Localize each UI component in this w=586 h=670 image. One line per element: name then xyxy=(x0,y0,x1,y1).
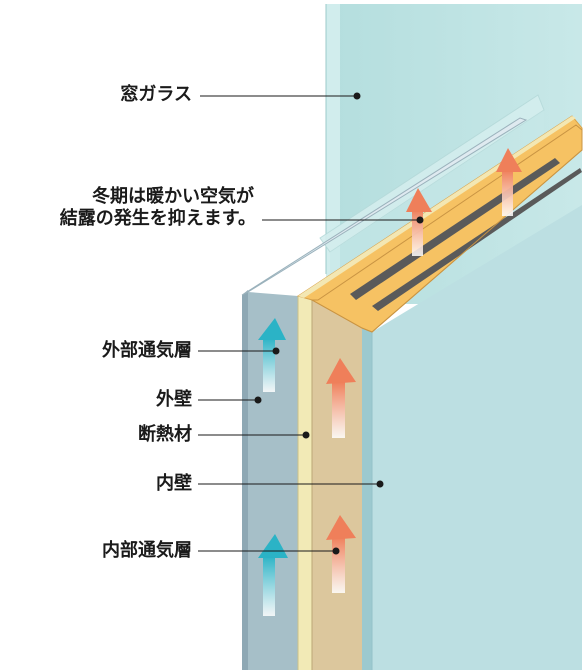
outer-wall xyxy=(241,117,528,670)
outer-air-arrow-lower xyxy=(258,534,288,616)
label-outer-wall: 外壁 xyxy=(156,389,192,410)
air-slot-2 xyxy=(372,168,582,311)
label-condensation-line2: 結露の発生を抑えます。 xyxy=(59,208,256,229)
inner-air-layer xyxy=(311,300,362,670)
slot-arrow-left xyxy=(406,188,432,256)
label-inner-air-layer: 内部通気層 xyxy=(102,540,192,561)
label-inner-wall: 内壁 xyxy=(156,473,192,494)
leader-outer-wall xyxy=(198,396,262,404)
leader-inner-air-layer xyxy=(198,547,340,555)
inner-wall xyxy=(362,205,582,670)
leader-window-glass xyxy=(200,92,361,100)
leader-outer-air-layer xyxy=(198,347,280,355)
slot-arrow-right xyxy=(496,148,522,216)
leader-condensation xyxy=(262,216,424,224)
label-insulation: 断熱材 xyxy=(138,424,192,445)
leader-insulation xyxy=(198,431,310,439)
label-window-glass: 窓ガラス xyxy=(120,84,192,105)
label-condensation-line1: 冬期は暖かい空気が xyxy=(92,186,254,207)
label-outer-air-layer: 外部通気層 xyxy=(102,340,192,361)
insulation-layer xyxy=(297,296,312,670)
leader-inner-wall xyxy=(198,480,384,488)
inner-air-arrow-upper xyxy=(326,358,356,438)
